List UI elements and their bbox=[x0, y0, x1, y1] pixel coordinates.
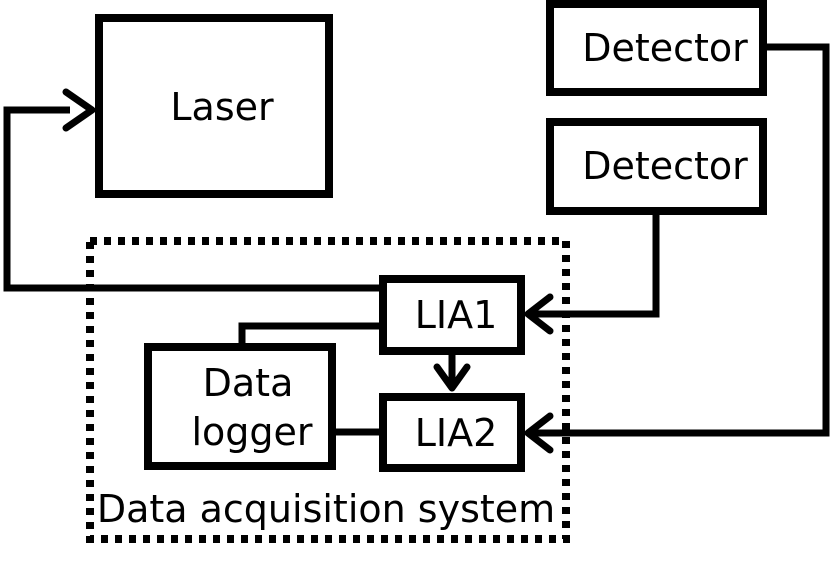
lia1-box: LIA1 bbox=[379, 275, 525, 355]
detector-top-label: Detector bbox=[582, 26, 748, 70]
arrowhead-into-lia2 bbox=[524, 412, 554, 454]
data-logger-label-line2: logger bbox=[191, 410, 312, 454]
data-logger-label-line1: Data bbox=[203, 361, 294, 405]
lia1-to-data-logger-wire bbox=[238, 322, 383, 346]
arrowhead-into-lia1 bbox=[524, 293, 554, 335]
lia1-label: LIA1 bbox=[415, 293, 498, 337]
detector-bottom-label: Detector bbox=[582, 144, 748, 188]
data-logger-box: Data logger bbox=[144, 343, 336, 470]
lia1-to-laser-wire bbox=[3, 106, 383, 292]
lia2-box: LIA2 bbox=[379, 393, 525, 472]
arrowhead-lia1-to-lia2 bbox=[433, 363, 471, 392]
laser-label: Laser bbox=[170, 85, 274, 129]
detector-top-to-lia2-wire bbox=[530, 43, 830, 437]
data-acquisition-system-label: Data acquisition system bbox=[97, 487, 555, 531]
lia2-label: LIA2 bbox=[415, 411, 498, 455]
laser-box: Laser bbox=[95, 14, 333, 198]
data-acquisition-system-boundary bbox=[86, 237, 570, 543]
detector-bottom-box: Detector bbox=[546, 118, 767, 215]
arrowhead-into-laser bbox=[62, 88, 96, 132]
detector-top-box: Detector bbox=[546, 0, 767, 96]
detector-bottom-to-lia1-wire bbox=[530, 214, 660, 318]
